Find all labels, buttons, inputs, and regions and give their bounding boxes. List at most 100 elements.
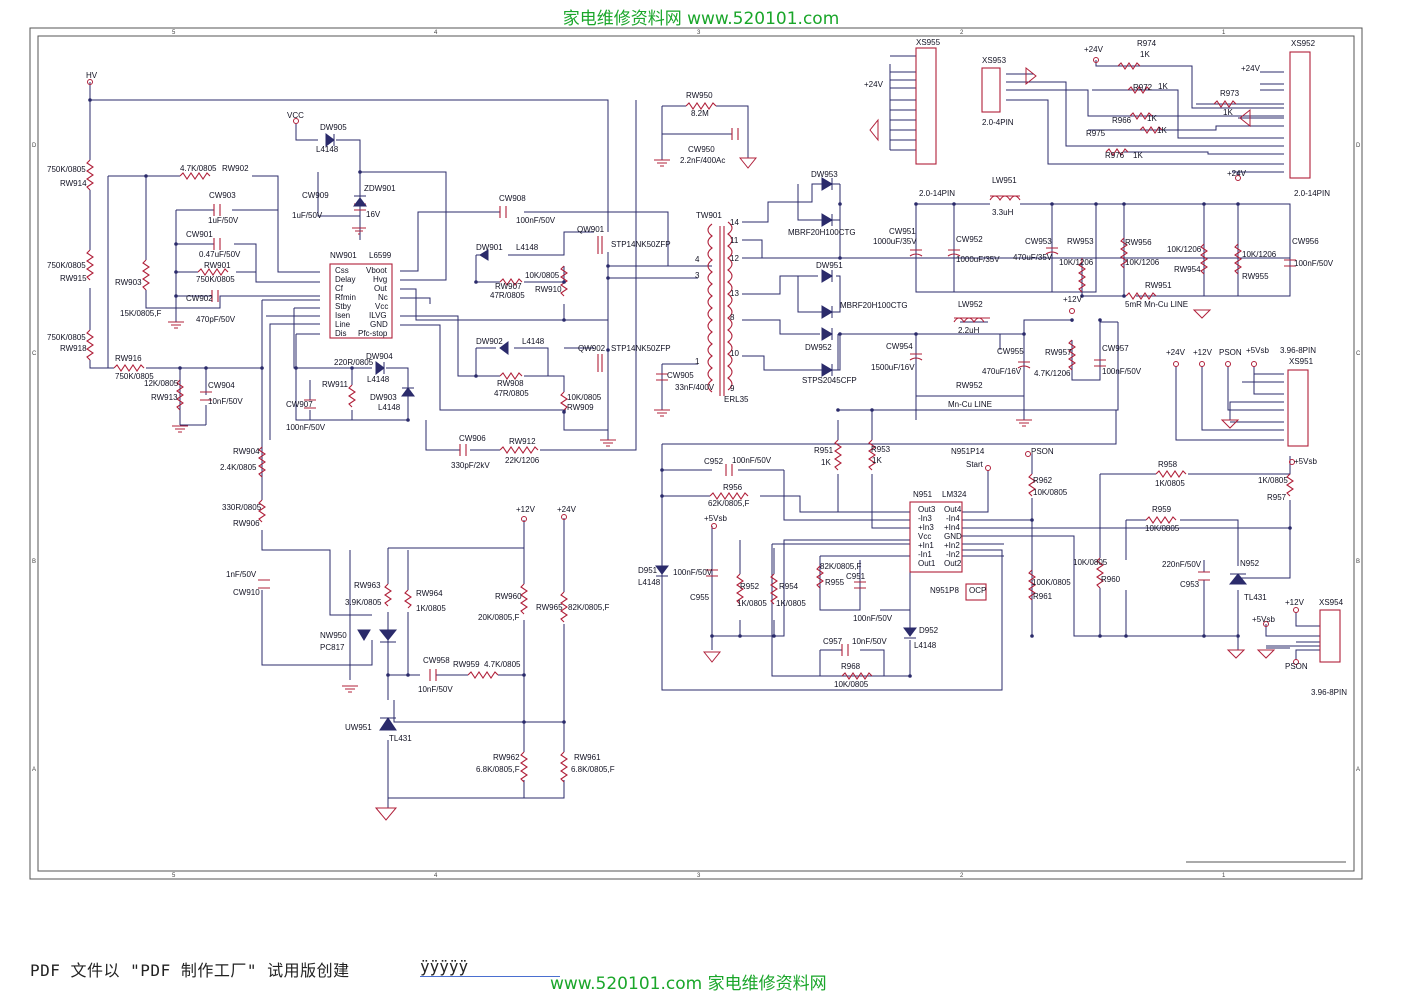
junction-dot — [406, 418, 410, 422]
grid-row-label: D — [1356, 143, 1361, 149]
schematic-label: RW912 — [509, 437, 536, 446]
schematic-label: +24V — [1227, 169, 1247, 178]
schematic-label: CW958 — [423, 656, 450, 665]
schematic-label: LW951 — [992, 176, 1017, 185]
schematic-label: Vboot — [366, 266, 388, 275]
schematic-label: 9 — [730, 384, 735, 393]
junction-dot — [1202, 634, 1206, 638]
junction-dot — [386, 673, 390, 677]
schematic-label: 4.7K/1206 — [1034, 369, 1071, 378]
drawing-frame — [29, 27, 1363, 880]
schematic-label: 100nF/50V — [673, 568, 713, 577]
schematic-label: 750K/0805 — [47, 261, 86, 270]
schematic-label: 1K — [1223, 108, 1233, 117]
schematic-label: +5Vsb — [704, 514, 727, 523]
schematic-label: 1uF/50V — [208, 216, 239, 225]
junction-dot — [562, 318, 566, 322]
junction-dot — [1030, 634, 1034, 638]
schematic-label: CW906 — [459, 434, 486, 443]
schematic-label: R952 — [740, 582, 760, 591]
schematic-label: 100nF/50V — [1294, 259, 1334, 268]
schematic-label: 100K/0805 — [1032, 578, 1071, 587]
schematic-label: XS955 — [916, 38, 941, 47]
schematic-label: XS954 — [1319, 598, 1344, 607]
schematic-label: CW908 — [499, 194, 526, 203]
schematic-label: 10K/1206 — [1125, 258, 1160, 267]
grid-column-label: 2 — [960, 873, 964, 879]
schematic-label: QW901 — [577, 225, 605, 234]
schematic-label: TL431 — [389, 734, 412, 743]
schematic-label: 10K/0805 — [1033, 488, 1068, 497]
schematic-label: MBRF20H100CTG — [788, 228, 856, 237]
schematic-label: 3.96-8PIN — [1311, 688, 1347, 697]
schematic-label: CW910 — [233, 588, 260, 597]
wires — [89, 55, 1320, 808]
grid-column-label: 1 — [1222, 873, 1226, 879]
schematic-label: MBRF20H100CTG — [840, 301, 908, 310]
schematic-label: 10K/1206 — [1059, 258, 1094, 267]
junction-dot — [1236, 634, 1240, 638]
schematic-label: L4148 — [516, 243, 539, 252]
junction-dot — [1098, 318, 1102, 322]
schematic-label: RW959 — [453, 660, 480, 669]
schematic-label: 16V — [366, 210, 381, 219]
schematic-label: R956 — [723, 483, 743, 492]
grid-column-label: 2 — [960, 30, 964, 36]
schematic-label: 2.2uH — [958, 326, 980, 335]
junction-dot — [1202, 202, 1206, 206]
schematic-label: 62K/0805,F — [708, 499, 749, 508]
schematic-label: Out4 — [944, 505, 962, 514]
schematic-label: XS951 — [1289, 357, 1314, 366]
junction-dot — [358, 170, 362, 174]
schematic-label: Out3 — [918, 505, 936, 514]
schematic-label: 100nF/50V — [516, 216, 556, 225]
schematic-label: DW905 — [320, 123, 347, 132]
footer-underline — [420, 976, 560, 977]
schematic-label: L4148 — [316, 145, 339, 154]
schematic-label: RW951 — [1145, 281, 1172, 290]
junction-dot — [174, 294, 178, 298]
junction-dot — [838, 202, 842, 206]
schematic-label: +24V — [1166, 348, 1186, 357]
schematic-label: R959 — [1152, 505, 1172, 514]
junction-dot — [1236, 202, 1240, 206]
schematic-label: 1 — [695, 357, 700, 366]
schematic-label: N951P8 — [930, 586, 959, 595]
schematic-label: OCP — [969, 586, 986, 595]
schematic-label: 20K/0805,F — [478, 613, 519, 622]
schematic-label: 470uF/35V — [1013, 253, 1053, 262]
schematic-label: L4148 — [378, 403, 401, 412]
junction-dot — [260, 366, 264, 370]
grid-column-label: 3 — [697, 873, 701, 879]
junction-dot — [88, 98, 92, 102]
schematic-label: 330pF/2kV — [451, 461, 490, 470]
junction-dots — [88, 98, 1292, 724]
schematic-label: ERL35 — [724, 395, 749, 404]
schematic-label: +In2 — [944, 541, 960, 550]
schematic-label: PC817 — [320, 643, 345, 652]
schematic-label: L4148 — [367, 375, 390, 384]
schematic-label: 8.2M — [691, 109, 709, 118]
schematic-label: Css — [335, 266, 349, 275]
schematic-label: 2.4K/0805 — [220, 463, 257, 472]
junction-dot — [908, 674, 912, 678]
schematic-label: 14 — [730, 218, 739, 227]
banner-top: 家电维修资料网 www.520101.com — [562, 9, 840, 29]
schematic-label: 12 — [730, 254, 739, 263]
schematic-label: 10K/1206 — [1242, 250, 1277, 259]
junction-dot — [1098, 634, 1102, 638]
schematic-label: HV — [86, 71, 98, 80]
schematic-label: DW901 — [476, 243, 503, 252]
schematic-label: C957 — [823, 637, 843, 646]
schematic-label: -In3 — [918, 514, 932, 523]
schematic-label: 22K/1206 — [505, 456, 540, 465]
schematic-label: Line — [335, 320, 351, 329]
schematic-label: GND — [370, 320, 388, 329]
schematic-label: 1K/0805 — [1258, 476, 1288, 485]
grid-column-label: 1 — [1222, 30, 1226, 36]
schematic-label: 47R/0805 — [494, 389, 529, 398]
schematic-label: NW950 — [320, 631, 347, 640]
schematic-label: 10K/1206 — [1167, 245, 1202, 254]
schematic-label: RW954 — [1174, 265, 1201, 274]
